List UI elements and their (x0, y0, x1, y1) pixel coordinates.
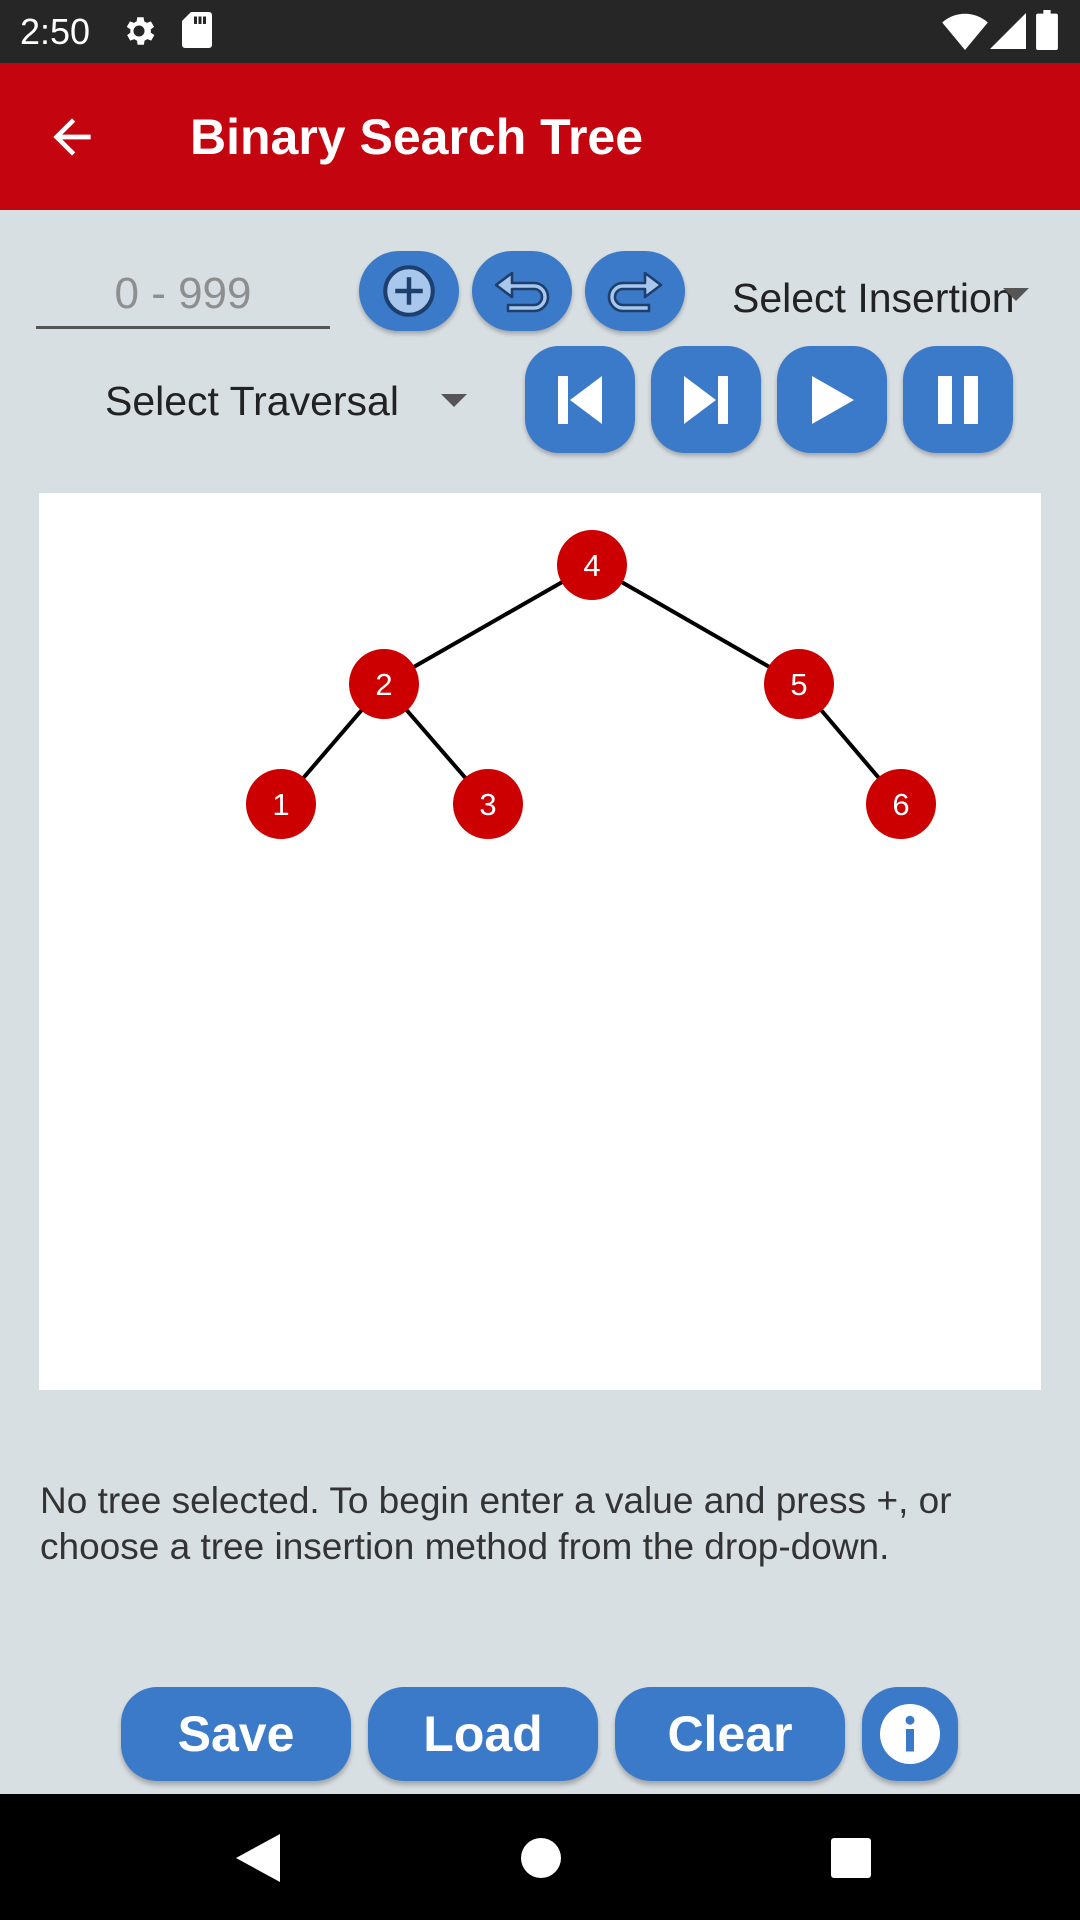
nav-back-icon[interactable] (236, 1834, 280, 1882)
clear-button[interactable]: Clear (615, 1687, 845, 1781)
tree-edge-n4-n5 (591, 563, 800, 686)
tree-node[interactable]: 4 (557, 530, 627, 600)
sd-card-icon (182, 12, 212, 48)
redo-icon (607, 271, 663, 313)
tree-node[interactable]: 6 (866, 769, 936, 839)
tree-node[interactable]: 5 (764, 649, 834, 719)
tree-node-circle (349, 649, 419, 719)
skip-next-button[interactable] (651, 346, 761, 453)
undo-button[interactable] (472, 251, 572, 331)
page-title: Binary Search Tree (190, 109, 644, 165)
status-message: No tree selected. To begin enter a value… (40, 1480, 952, 1567)
load-button[interactable]: Load (368, 1687, 598, 1781)
skip-previous-button[interactable] (525, 346, 635, 453)
pause-button[interactable] (903, 346, 1013, 453)
add-circle-icon (383, 265, 435, 317)
tree-node[interactable]: 2 (349, 649, 419, 719)
tree-node-label: 4 (583, 548, 600, 583)
nav-recents-icon[interactable] (831, 1838, 871, 1878)
skip-next-icon (684, 375, 728, 424)
tree-node-circle (246, 769, 316, 839)
tree-node-circle (866, 769, 936, 839)
value-input[interactable] (36, 262, 330, 329)
tree-edge-n4-n2 (383, 563, 593, 686)
tree-node-circle (453, 769, 523, 839)
chevron-down-icon (441, 394, 467, 407)
tree-node-circle (764, 649, 834, 719)
tree-node-label: 2 (375, 667, 392, 702)
wifi-icon (942, 13, 988, 50)
info-button[interactable] (862, 1687, 958, 1781)
info-icon (880, 1704, 940, 1764)
traversal-dropdown-label: Select Traversal (105, 378, 399, 424)
app-bar: Binary Search Tree (0, 63, 1080, 210)
insertion-dropdown-label: Select Insertion (732, 275, 1015, 321)
tree-node[interactable]: 1 (246, 769, 316, 839)
tree-node-circle (557, 530, 627, 600)
tree-node[interactable]: 3 (453, 769, 523, 839)
arrow-back-icon[interactable] (44, 109, 100, 165)
tree-node-label: 1 (272, 787, 289, 822)
navigation-bar (0, 1794, 1080, 1920)
signal-icon (990, 13, 1026, 49)
tree-canvas[interactable]: 4 2 5 1 3 6 (39, 493, 1041, 1390)
tree-node-label: 6 (892, 787, 909, 822)
redo-button[interactable] (585, 251, 685, 331)
status-bar: 2:50 (0, 0, 1080, 63)
undo-icon (494, 271, 550, 313)
skip-previous-icon (558, 375, 602, 424)
tree-node-label: 3 (479, 787, 496, 822)
chevron-down-icon (1003, 288, 1029, 301)
tree-node-label: 5 (790, 667, 807, 702)
add-button[interactable] (359, 251, 459, 331)
tree-diagram: 4 2 5 1 3 6 (246, 530, 936, 839)
nav-home-icon[interactable] (521, 1838, 561, 1878)
play-button[interactable] (777, 346, 887, 453)
save-button[interactable]: Save (121, 1687, 351, 1781)
battery-icon (1036, 10, 1058, 50)
status-time: 2:50 (20, 11, 91, 52)
gear-icon (126, 17, 155, 45)
play-icon (812, 375, 854, 424)
pause-icon (938, 375, 978, 424)
